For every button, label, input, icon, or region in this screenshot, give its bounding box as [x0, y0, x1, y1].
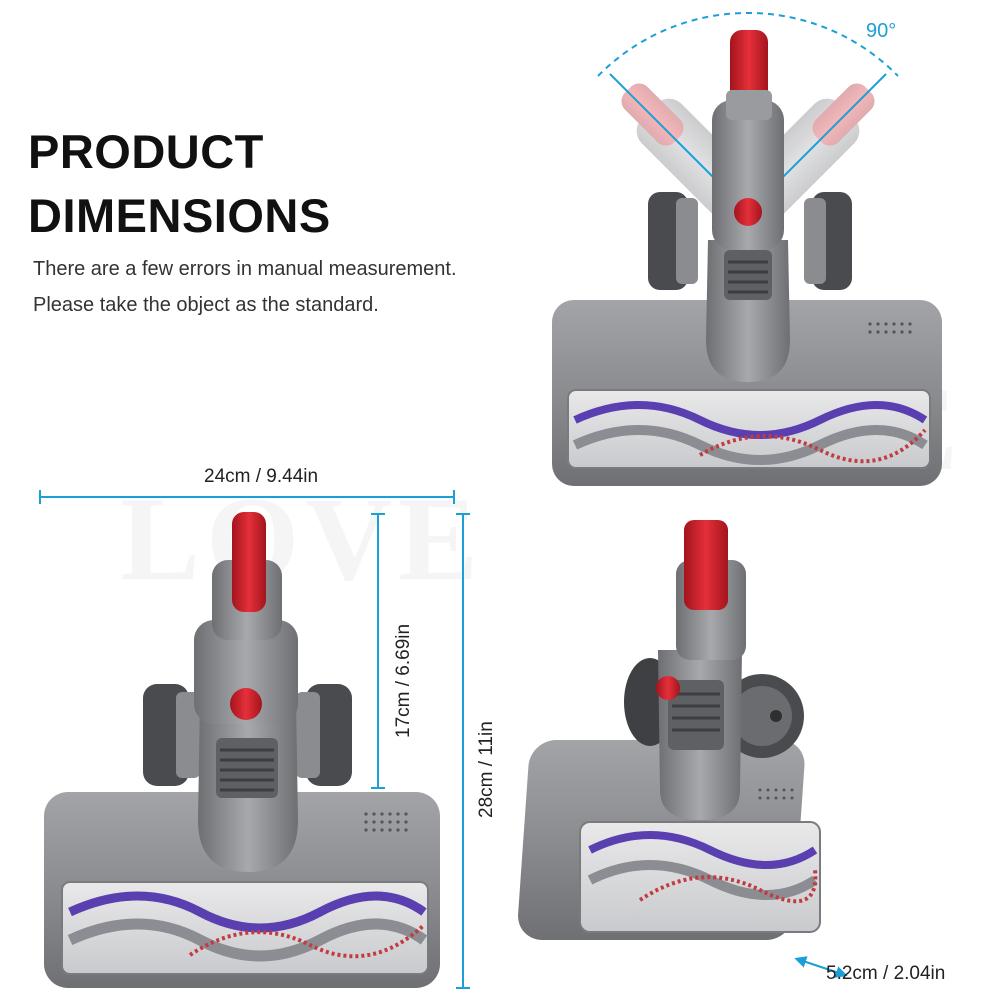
measurement-note: There are a few errors in manual measure…	[33, 258, 457, 280]
depth-dimension	[794, 956, 848, 978]
front-view	[44, 512, 440, 988]
page-title-line2: DIMENSIONS	[28, 189, 331, 242]
standard-note: Please take the object as the standard.	[33, 294, 379, 316]
depth-label: 5.2cm / 2.04in	[826, 963, 946, 984]
watermark: LOVE	[120, 470, 484, 608]
neck-height-dimension	[371, 513, 385, 789]
width-dimension	[39, 490, 455, 504]
total-height-dimension	[456, 513, 470, 989]
rotation-angle-label: 90°	[866, 20, 897, 42]
side-view	[518, 520, 821, 940]
rotation-view	[552, 11, 942, 486]
page-title-line1: PRODUCT	[28, 125, 264, 178]
total-height-label: 28cm / 11in	[476, 721, 497, 818]
width-label: 24cm / 9.44in	[204, 466, 319, 487]
neck-height-label: 17cm / 6.69in	[393, 623, 414, 738]
